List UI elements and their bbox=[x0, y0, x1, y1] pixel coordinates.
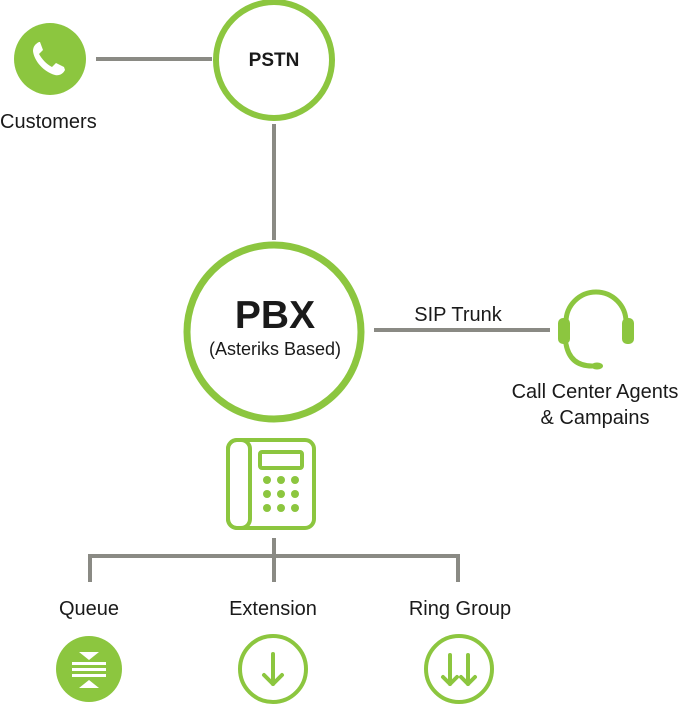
arrow-down-icon bbox=[238, 634, 308, 704]
agents-label-line2: & Campains bbox=[540, 407, 650, 429]
agents-label-line1: Call Center Agents bbox=[511, 381, 679, 403]
ring-group-label: Ring Group bbox=[408, 598, 512, 620]
headset-icon bbox=[558, 289, 634, 370]
pstn-node bbox=[213, 0, 335, 121]
desk-phone-icon bbox=[226, 438, 316, 530]
extension-label: Extension bbox=[229, 598, 317, 620]
sip-trunk-label: SIP Trunk bbox=[414, 304, 502, 326]
pbx-node bbox=[183, 241, 365, 423]
pbx-subtitle: (Asteriks Based) bbox=[208, 339, 342, 359]
double-arrow-down-icon bbox=[424, 634, 494, 704]
pstn-label: PSTN bbox=[248, 50, 300, 71]
customers-label: Customers bbox=[0, 111, 97, 133]
phone-handset-icon bbox=[14, 23, 86, 95]
queue-icon bbox=[56, 636, 122, 702]
edge-branch-bar bbox=[88, 554, 460, 582]
queue-label: Queue bbox=[58, 598, 120, 620]
connectors bbox=[88, 57, 550, 582]
pbx-title: PBX bbox=[234, 294, 316, 337]
